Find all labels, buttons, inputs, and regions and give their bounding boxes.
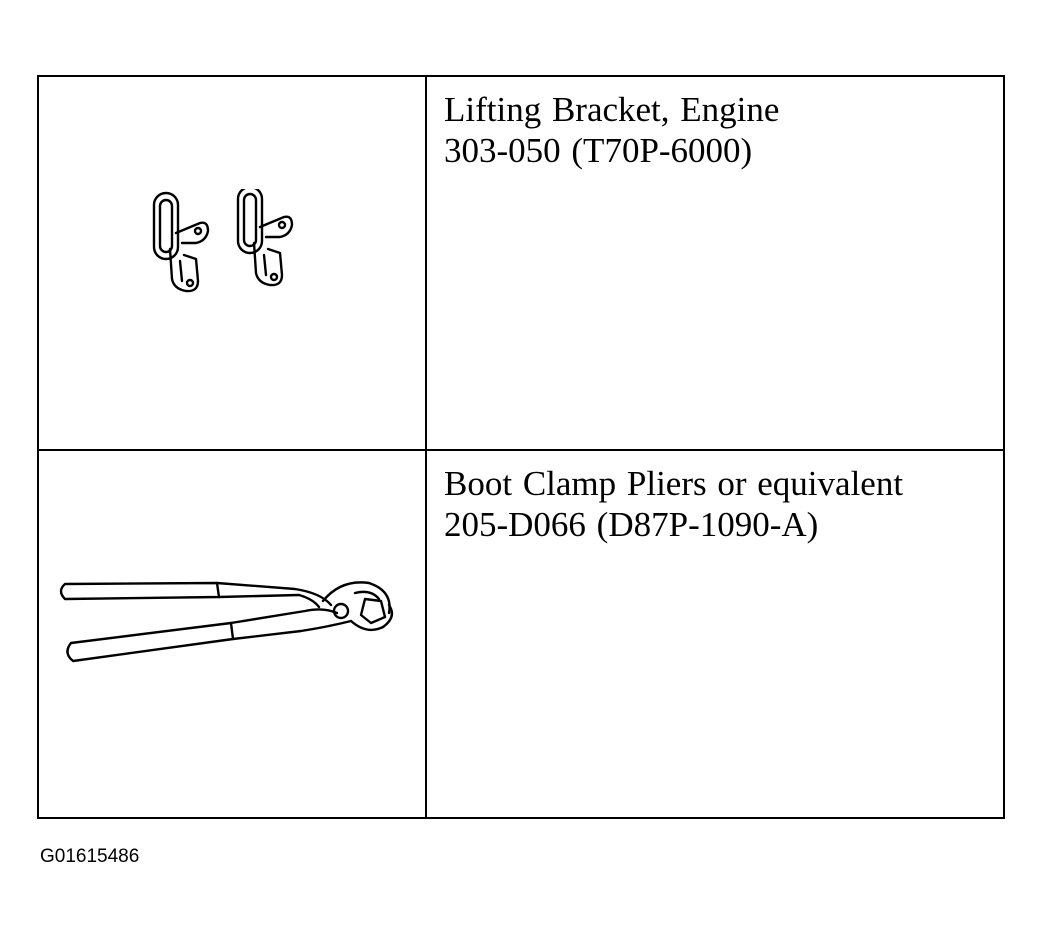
- tool-description-cell: Lifting Bracket, Engine 303-050 (T70P-60…: [427, 77, 1003, 449]
- figure-id: G01615486: [40, 846, 140, 867]
- tool-illustration-cell: [39, 77, 427, 449]
- tool-description-cell: Boot Clamp Pliers or equivalent 205-D066…: [427, 451, 1003, 817]
- table-row: Boot Clamp Pliers or equivalent 205-D066…: [39, 451, 1003, 817]
- table-row: Lifting Bracket, Engine 303-050 (T70P-60…: [39, 77, 1003, 451]
- tool-name: Lifting Bracket, Engine: [444, 90, 780, 129]
- lifting-bracket-icon: [152, 189, 294, 293]
- tool-table: Lifting Bracket, Engine 303-050 (T70P-60…: [37, 75, 1005, 819]
- tool-illustration-cell: [39, 451, 427, 817]
- tool-number: 303-050 (T70P-6000): [444, 131, 753, 170]
- tool-name: Boot Clamp Pliers or equivalent: [444, 464, 904, 503]
- boot-clamp-pliers-icon: [59, 581, 394, 663]
- tool-number: 205-D066 (D87P-1090-A): [444, 505, 819, 544]
